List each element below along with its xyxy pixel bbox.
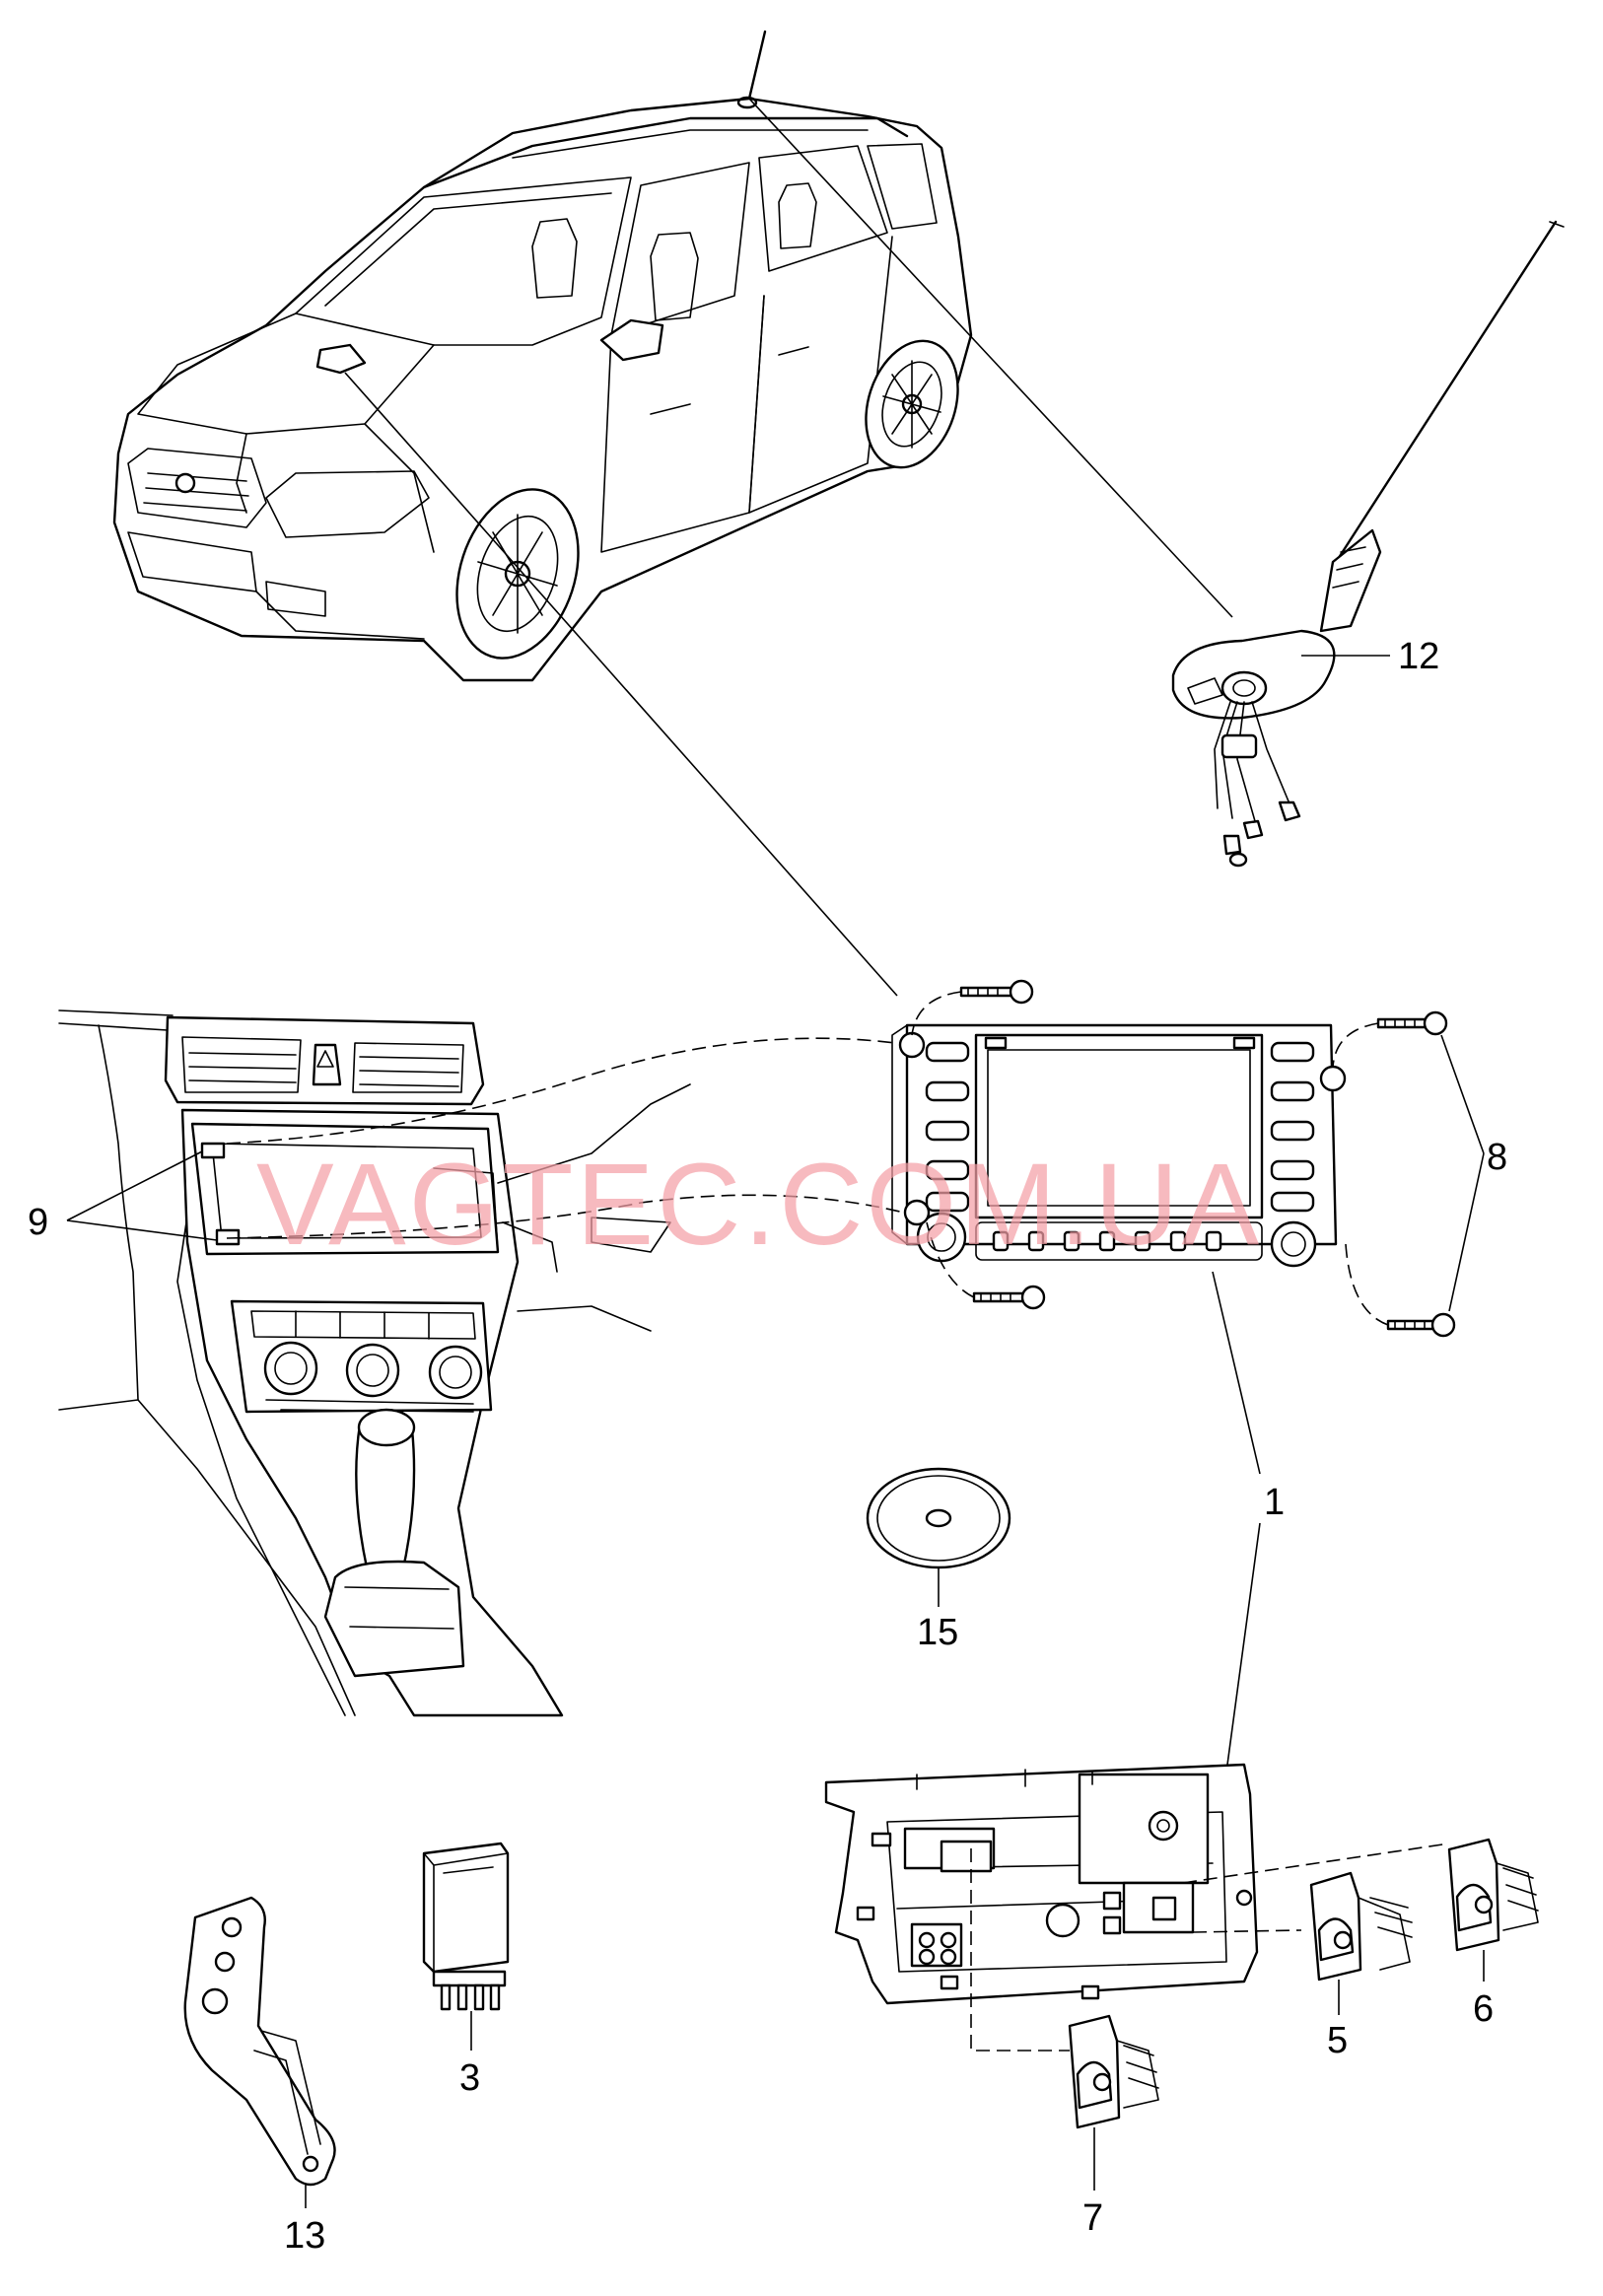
nav-display-screen	[974, 1033, 1264, 1219]
navigation-disc	[866, 1467, 1011, 1569]
navigation-radio-unit	[891, 1023, 1347, 1268]
radio-mounting-frame	[824, 1763, 1259, 2005]
unit-location-leader	[344, 372, 898, 997]
left-knob	[916, 1212, 967, 1263]
roof-antenna	[1171, 220, 1565, 868]
callout-15: 15	[917, 1612, 958, 1653]
dashboard-center-console	[58, 1009, 691, 1717]
callout-5: 5	[1327, 2020, 1348, 2061]
right-knob	[1270, 1220, 1317, 1268]
callout-7: 7	[1082, 2197, 1103, 2239]
mounting-screws	[959, 979, 1456, 1338]
callout-1: 1	[1264, 1482, 1285, 1523]
antenna-leader	[748, 98, 1233, 618]
callout-6: 6	[1473, 1988, 1494, 2030]
callout-3: 3	[459, 2057, 480, 2099]
roof-antenna-mast	[747, 30, 767, 101]
callout-13: 13	[284, 2215, 325, 2257]
hood-component-marker	[315, 343, 367, 375]
callout-9: 9	[28, 1202, 48, 1243]
connector-housings	[1068, 1838, 1539, 2129]
callout-8: 8	[1487, 1137, 1507, 1178]
relay	[422, 1842, 510, 2011]
watermark-text: VAGTEC.COM.UA	[256, 1140, 1262, 1270]
callout-12: 12	[1398, 636, 1439, 677]
bracket	[183, 1896, 336, 2187]
vehicle-overview	[112, 30, 973, 682]
